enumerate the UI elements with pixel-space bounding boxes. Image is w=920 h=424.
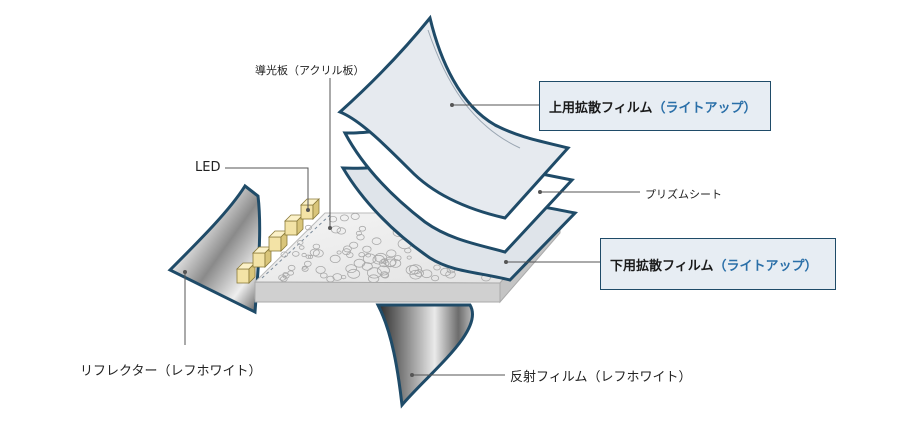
label-reflect-film: 反射フィルム（レフホワイト）	[510, 370, 692, 385]
plate-dot	[319, 272, 328, 279]
led-chip	[300, 198, 320, 220]
plate-dot	[315, 265, 326, 274]
plate-dot	[362, 245, 372, 253]
plate-dot	[329, 254, 341, 263]
plate-dot	[346, 252, 354, 258]
label-prism: プリズムシート	[645, 188, 722, 201]
plate-dot	[358, 252, 366, 258]
plate-dot	[349, 241, 359, 249]
plate-dot	[409, 269, 422, 280]
callout-lower-diffuser: 下用拡散フィルム（ライトアップ）	[600, 238, 836, 290]
plate-dot	[278, 274, 287, 281]
plate-dot	[287, 270, 295, 276]
upper-diffuser-title: 上用拡散フィルム	[549, 100, 653, 116]
plate-dot	[328, 215, 338, 223]
plate-dot	[279, 275, 288, 282]
plate-dot	[386, 249, 397, 258]
led-chip	[268, 230, 288, 252]
upper-diffuser-fold-line	[427, 29, 521, 149]
plate-dot	[433, 264, 441, 271]
plate-dot	[301, 266, 309, 272]
plate-dot	[406, 255, 412, 260]
label-reflector: リフレクター（レフホワイト）	[80, 364, 262, 379]
plate-dot	[298, 245, 305, 250]
plate-dot	[297, 240, 304, 245]
plate-dot	[301, 252, 307, 258]
plate-dot	[347, 268, 361, 279]
plate-dot	[362, 253, 377, 264]
plate-dot	[367, 274, 380, 284]
plate-dot	[304, 224, 312, 231]
led-chip	[284, 214, 304, 236]
led-strip	[236, 198, 320, 284]
plate-dot	[371, 237, 382, 246]
plate-dot	[445, 270, 456, 279]
plate-dot	[292, 251, 300, 257]
plate-dot	[414, 269, 425, 277]
upper-diffuser-subtitle: （ライトアップ）	[652, 100, 757, 116]
plate-dot	[336, 227, 347, 235]
plate-dot	[340, 274, 347, 280]
callout-upper-diffuser: 上用拡散フィルム（ライトアップ）	[539, 81, 771, 131]
reflector-sheet	[167, 183, 262, 315]
light-guide-plate-front	[254, 281, 501, 303]
upper-diffuser-sheet	[337, 14, 571, 220]
plate-dot	[355, 230, 362, 236]
plate-dot	[280, 251, 289, 258]
plate-dot	[378, 259, 390, 268]
plate-dot	[303, 260, 312, 267]
plate-dot	[356, 233, 365, 241]
leader-led	[225, 167, 309, 210]
plate-dot	[383, 256, 397, 267]
plate-dot	[326, 275, 335, 283]
lower-diffuser-subtitle: （ライトアップ）	[713, 258, 818, 274]
plate-dot	[350, 212, 360, 220]
reflect-film-sheet	[375, 303, 474, 409]
plate-dot	[345, 264, 358, 274]
plate-dot	[305, 254, 311, 259]
plate-dot	[312, 249, 324, 258]
plate-dot	[380, 271, 389, 278]
lower-diffuser-title: 下用拡散フィルム	[610, 258, 714, 274]
plate-dot	[332, 273, 343, 281]
leader-dots	[183, 103, 542, 377]
led-chip	[252, 246, 272, 268]
label-led: LED	[195, 160, 221, 175]
plate-dot	[336, 250, 342, 255]
leader-lines	[184, 78, 640, 376]
plate-dot	[339, 214, 349, 222]
plate-dot	[353, 258, 366, 268]
plate-dot	[342, 245, 352, 253]
plate-dot	[358, 225, 366, 232]
plate-dot	[408, 264, 422, 275]
plate-dot	[376, 265, 390, 276]
plate-dot	[404, 247, 412, 254]
plate-dot	[394, 255, 402, 261]
led-chip	[236, 262, 256, 284]
plate-dot	[431, 274, 440, 282]
label-light-guide: 導光板（アクリル板）	[255, 64, 365, 77]
